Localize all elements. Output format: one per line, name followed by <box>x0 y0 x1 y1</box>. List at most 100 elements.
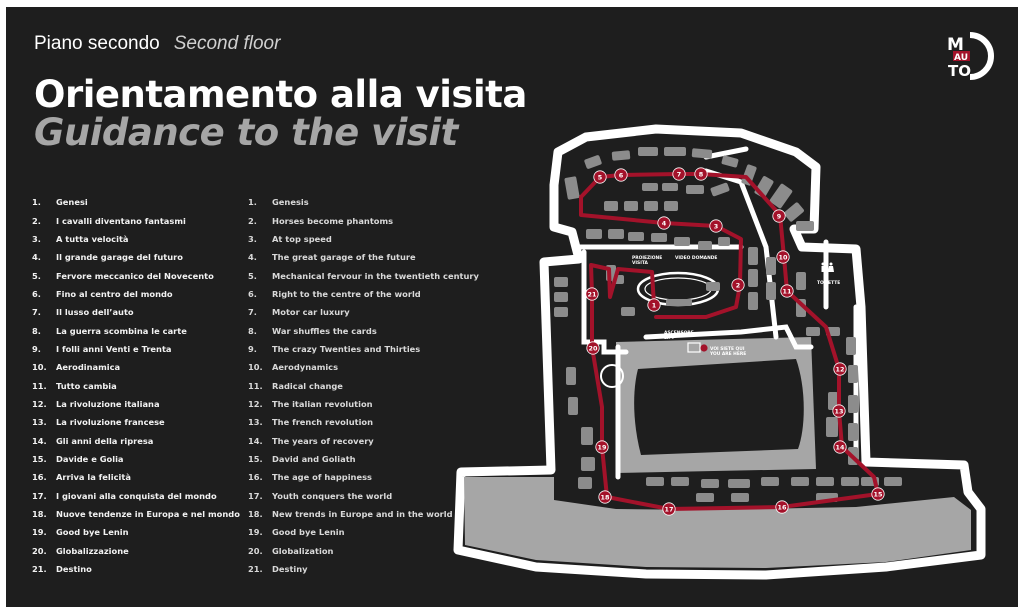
stop-en-item: 2.Horses become phantoms <box>248 211 479 229</box>
stop-en-item: 5.Mechanical fervour in the twentieth ce… <box>248 266 479 284</box>
exhibit-car <box>710 182 730 197</box>
stop-number: 17. <box>32 490 47 501</box>
stop-number: 21. <box>248 564 263 575</box>
exhibit-car <box>848 423 858 441</box>
stop-en-item: 4.The great garage of the future <box>248 248 479 266</box>
stop-label: Radical change <box>272 380 343 391</box>
stop-marker-1: 1 <box>647 298 661 312</box>
stop-label: The years of recovery <box>272 435 374 446</box>
stop-label: I giovani alla conquista del mondo <box>56 490 217 501</box>
inner-wall <box>703 146 749 160</box>
stop-en-item: 18.New trends in Europe and in the world <box>248 505 479 523</box>
exhibit-car <box>846 337 856 355</box>
stop-number: 19. <box>248 527 263 538</box>
stop-marker-5: 5 <box>593 170 607 184</box>
stop-label: The age of happiness <box>272 472 372 483</box>
stop-number: 11. <box>248 380 263 391</box>
exhibit-car <box>584 155 602 169</box>
exhibit-car <box>671 477 689 486</box>
stop-marker-20: 20 <box>586 341 600 355</box>
exhibit-car <box>848 395 858 413</box>
exhibit-car <box>674 237 690 246</box>
svg-text:10: 10 <box>779 253 788 261</box>
svg-text:2: 2 <box>736 281 740 289</box>
stop-label: I cavalli diventano fantasmi <box>56 215 186 226</box>
stop-it-item: 15.Davide e Golia <box>32 450 240 468</box>
stop-number: 11. <box>32 380 47 391</box>
svg-text:AU: AU <box>954 53 968 63</box>
exhibit-car <box>554 277 568 287</box>
lift-icon <box>687 342 701 353</box>
stop-number: 13. <box>32 417 47 428</box>
page-subtitle: Guidance to the visit <box>34 111 458 154</box>
stop-number: 4. <box>32 252 41 263</box>
stop-number: 5. <box>32 270 41 281</box>
svg-text:19: 19 <box>598 443 607 451</box>
stop-number: 7. <box>32 307 41 318</box>
stop-it-item: 17. I giovani alla conquista del mondo <box>32 487 240 505</box>
stop-label: La rivoluzione francese <box>56 417 165 428</box>
svg-text:4: 4 <box>662 219 667 227</box>
stop-label: The italian revolution <box>272 398 373 409</box>
stop-number: 20. <box>32 545 47 556</box>
exhibit-car <box>604 201 618 211</box>
svg-text:8: 8 <box>699 170 704 178</box>
mauto-logo: M AU TO <box>947 32 994 80</box>
stop-marker-2: 2 <box>731 278 745 292</box>
stop-label: Globalization <box>272 545 334 556</box>
stop-label: Good bye Lenin <box>272 527 345 538</box>
svg-text:21: 21 <box>588 290 597 298</box>
stop-number: 10. <box>248 362 263 373</box>
stop-marker-10: 10 <box>776 250 790 264</box>
stop-it-item: 2.I cavalli diventano fantasmi <box>32 211 240 229</box>
stop-marker-19: 19 <box>595 440 609 454</box>
exhibit-car <box>784 202 804 222</box>
exhibit-car <box>769 183 793 209</box>
stop-label: Globalizzazione <box>56 545 129 556</box>
stop-marker-15: 15 <box>871 487 885 501</box>
stop-it-item: 3.A tutta velocità <box>32 230 240 248</box>
stop-number: 16. <box>248 472 263 483</box>
stop-number: 8. <box>32 325 41 336</box>
atrium-void <box>634 359 804 455</box>
stop-number: 7. <box>248 307 257 318</box>
svg-text:13: 13 <box>835 407 844 415</box>
stop-label: Aerodinamica <box>56 362 121 373</box>
stop-label: Aerodynamics <box>272 362 339 373</box>
stop-label: David and Goliath <box>272 453 356 464</box>
svg-text:6: 6 <box>619 171 624 179</box>
exhibit-car <box>884 477 902 486</box>
stop-number: 15. <box>32 453 47 464</box>
stop-marker-9: 9 <box>772 209 786 223</box>
stop-marker-13: 13 <box>832 404 846 418</box>
stop-en-item: 11. Radical change <box>248 376 479 394</box>
svg-text:16: 16 <box>778 503 787 511</box>
stop-label: The great garage of the future <box>272 252 416 263</box>
exhibit-car <box>718 237 730 246</box>
stop-marker-7: 7 <box>672 167 686 181</box>
stop-number: 14. <box>248 435 263 446</box>
exhibit-car <box>848 365 858 383</box>
svg-text:18: 18 <box>601 493 610 501</box>
exhibit-car <box>701 479 719 488</box>
stop-it-item: 10. Aerodinamica <box>32 358 240 376</box>
stop-it-item: 1.Genesi <box>32 193 240 211</box>
exhibit-car <box>568 397 578 415</box>
stop-number: 12. <box>32 398 47 409</box>
exhibit-car <box>564 176 580 200</box>
stop-label: Destino <box>56 564 92 575</box>
exhibit-car <box>761 477 779 486</box>
exhibit-car <box>796 272 806 290</box>
stop-number: 10. <box>32 362 47 373</box>
stop-it-item: 21.Destino <box>32 560 240 578</box>
stop-en-item: 7.Motor car luxury <box>248 303 479 321</box>
stop-label: The french revolution <box>272 417 374 428</box>
floor-label-it: Piano secondo <box>34 33 160 54</box>
stop-number: 1. <box>32 197 41 208</box>
stop-en-item: 21.Destiny <box>248 560 479 578</box>
stop-it-item: 20. Globalizzazione <box>32 542 240 560</box>
